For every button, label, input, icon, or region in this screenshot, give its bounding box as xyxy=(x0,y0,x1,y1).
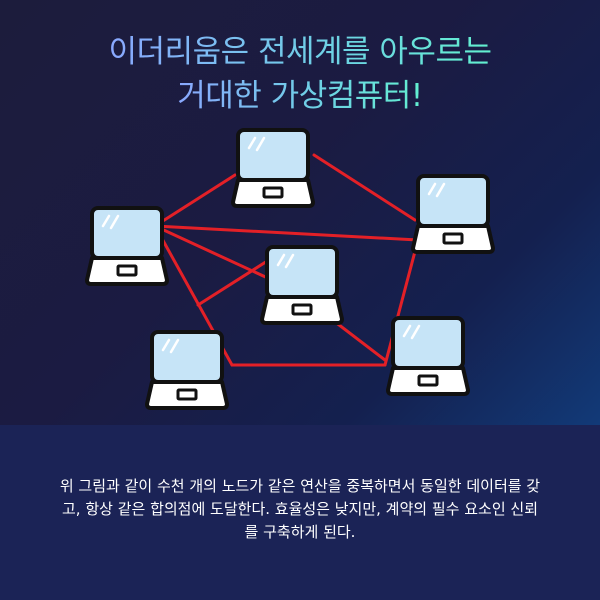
link-b-c xyxy=(312,153,417,222)
laptop-node-right xyxy=(411,174,495,254)
laptop-node-left xyxy=(85,206,169,286)
link-a-d xyxy=(153,224,274,282)
caption-line-1: 위 그림과 같이 수천 개의 노드가 같은 연산을 중복하면서 동일한 데이터를… xyxy=(59,477,541,495)
link-g-d xyxy=(196,256,274,307)
caption-panel xyxy=(0,425,600,600)
headline: 이더리움은 전세계를 아우르는 거대한 가상컴퓨터! xyxy=(0,30,600,118)
network-links xyxy=(153,153,420,367)
laptop-node-center xyxy=(260,245,344,325)
link-c-f xyxy=(383,238,420,367)
link-a-c xyxy=(153,224,420,242)
link-a-b xyxy=(153,173,237,228)
laptop-node-top xyxy=(231,128,315,208)
link-d-f xyxy=(328,316,387,362)
caption-line-2: 고, 항상 같은 합의점에 도달한다. 효율성은 낮지만, 계약의 필수 요소인… xyxy=(62,500,538,518)
caption-line-3: 를 구축하게 된다. xyxy=(244,523,356,541)
headline-line-1: 이더리움은 전세계를 아우르는 xyxy=(108,34,492,70)
laptop-node-bottom-left xyxy=(145,330,229,410)
headline-line-2: 거대한 가상컴퓨터! xyxy=(177,78,423,114)
node-network-diagram xyxy=(85,128,495,410)
laptop-node-bottom-right xyxy=(386,316,470,396)
caption-text: 위 그림과 같이 수천 개의 노드가 같은 연산을 중복하면서 동일한 데이터를… xyxy=(15,475,585,544)
